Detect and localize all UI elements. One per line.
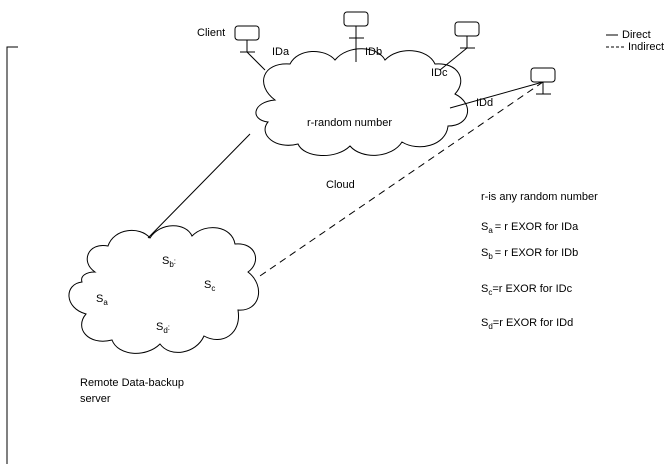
legend-direct-label: Direct xyxy=(622,29,651,41)
server-caption-line1: Remote Data-backup xyxy=(80,377,184,389)
id-label-a: IDa xyxy=(272,46,290,58)
indirect-link-line xyxy=(256,81,544,279)
direct-link-line xyxy=(147,133,251,239)
id-label-c: IDc xyxy=(431,67,448,79)
legend-indirect-label: Indirect xyxy=(628,41,664,53)
note-row-a: Sa= r EXOR for IDa xyxy=(481,221,579,235)
note-row-b: Sb= r EXOR for IDb xyxy=(481,247,578,261)
server-s-c: Sc xyxy=(204,279,215,293)
id-label-d: IDd xyxy=(476,97,493,109)
client-d-icon xyxy=(530,67,556,95)
server-s-b: Sb: xyxy=(162,255,176,269)
notes-intro: r-is any random number xyxy=(481,191,598,203)
note-row-d: Sd=r EXOR for IDd xyxy=(481,317,573,331)
server-s-d: Sd: xyxy=(156,321,170,335)
cloud-label: r-random number xyxy=(307,117,392,129)
server-s-a: Sa xyxy=(96,293,108,307)
client-c-icon xyxy=(439,21,480,71)
client-a-icon xyxy=(234,25,266,71)
id-label-b: IDb xyxy=(365,46,382,58)
cloud-caption: Cloud xyxy=(326,179,355,191)
note-row-c: Sc=r EXOR for IDc xyxy=(481,283,573,297)
frame-bracket xyxy=(6,46,18,464)
server-caption-line2: server xyxy=(80,393,111,405)
direct-link-client-d xyxy=(449,81,544,109)
server-cloud xyxy=(68,225,259,354)
main-cloud xyxy=(255,48,469,157)
client-b-icon xyxy=(343,11,369,62)
client-label: Client xyxy=(197,27,225,39)
